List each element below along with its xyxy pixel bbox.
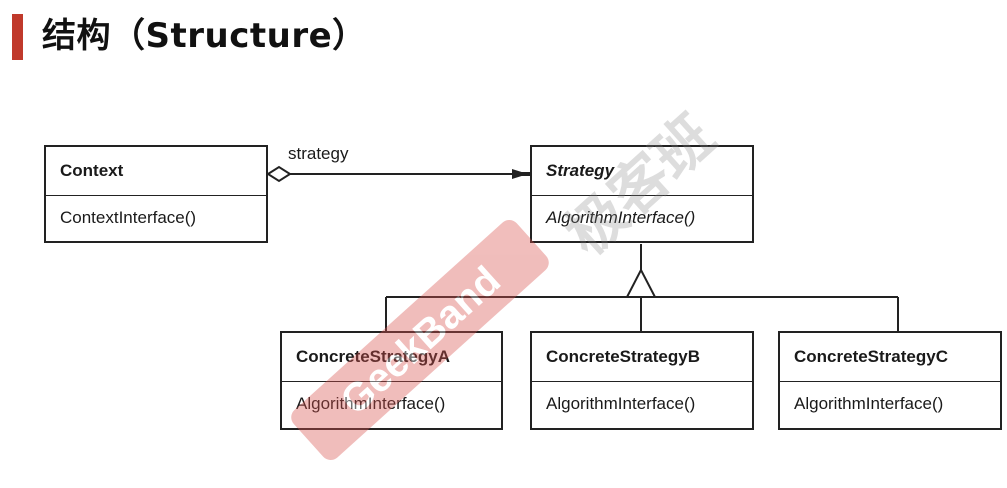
- association-line: [266, 165, 531, 183]
- class-name: Strategy: [532, 147, 752, 196]
- page-title: 结构（Structure）: [42, 16, 367, 56]
- association-label: strategy: [288, 144, 349, 163]
- class-operation: AlgorithmInterface(): [546, 394, 696, 413]
- inheritance-tree: [385, 244, 899, 331]
- class-concrete-strategy-b: ConcreteStrategyB AlgorithmInterface(): [530, 331, 754, 430]
- class-operation: AlgorithmInterface(): [794, 394, 944, 413]
- aggregation-diamond-icon: [266, 165, 292, 183]
- class-operation: AlgorithmInterface(): [546, 208, 696, 227]
- class-concrete-strategy-a: ConcreteStrategyA AlgorithmInterface(): [280, 331, 503, 430]
- class-operation: ContextInterface(): [60, 208, 197, 227]
- class-operation: AlgorithmInterface(): [296, 394, 446, 413]
- class-concrete-strategy-c: ConcreteStrategyC AlgorithmInterface(): [778, 331, 1002, 430]
- class-context: Context ContextInterface(): [44, 145, 268, 243]
- inheritance-triangle-icon: [625, 267, 657, 298]
- class-strategy: Strategy AlgorithmInterface(): [530, 145, 754, 243]
- class-name: ConcreteStrategyB: [532, 333, 752, 382]
- class-name: ConcreteStrategyC: [780, 333, 1000, 382]
- class-name: ConcreteStrategyA: [282, 333, 501, 382]
- title-accent-bar: [12, 14, 23, 60]
- class-name: Context: [46, 147, 266, 196]
